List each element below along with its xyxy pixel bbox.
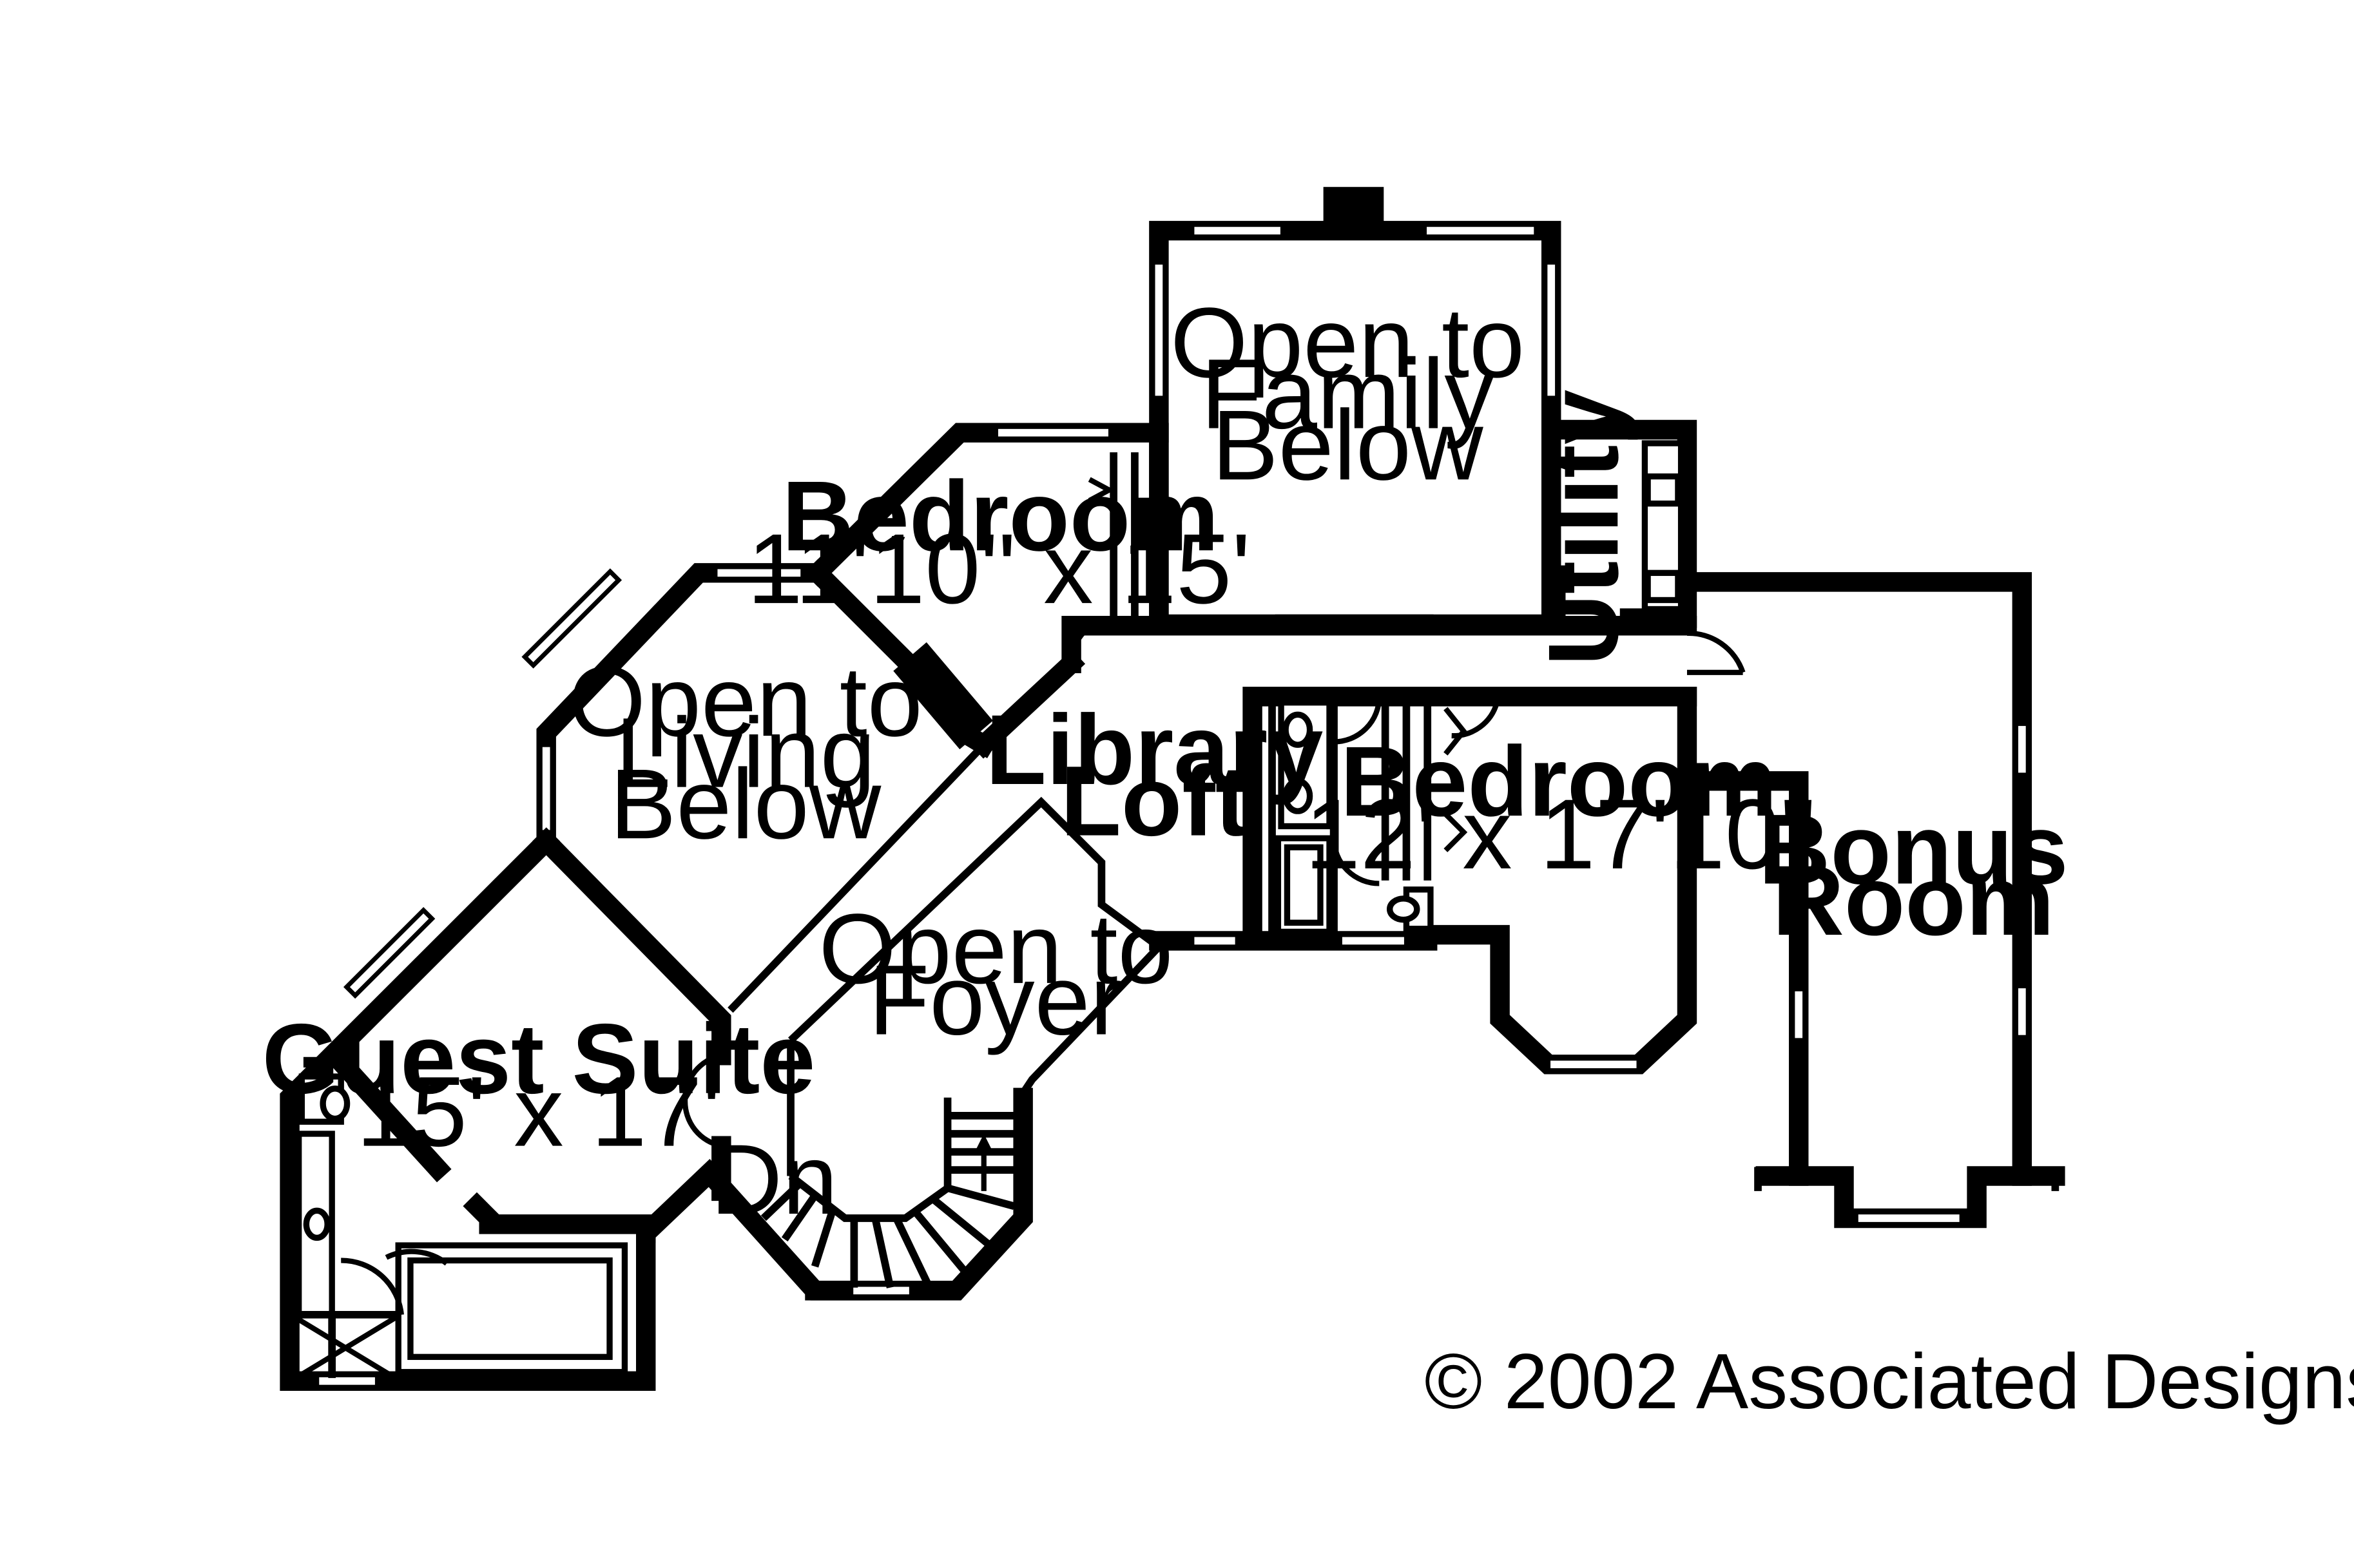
guest-suite-walls (280, 827, 870, 1391)
open-foyer-label: Open toFoyer (819, 893, 1173, 1056)
stair (760, 1087, 1033, 1301)
guest-suite-size: 15' x 17' (356, 1056, 721, 1167)
open-living-label: Open toLivingBelow (568, 645, 923, 859)
bonus-room-walls (1677, 572, 2065, 1229)
bonus-room-label: BonusRoom (1759, 794, 2069, 957)
library-loft-label: LibraryLoft (985, 694, 1323, 857)
bedroom1-walls (804, 423, 1169, 759)
stairs-down-label: Dn (710, 1123, 838, 1235)
bedroom1-name: Bedroom (782, 460, 1219, 571)
shared-bath (1242, 687, 1697, 945)
utility-label: Utility (1527, 390, 1639, 666)
copyright-text: © 2002 Associated Designs, Inc. (1425, 1337, 2354, 1425)
open-family-label: Open toFamilyBelow (1170, 287, 1525, 501)
library-loft-walls (787, 616, 1746, 1176)
bedroom2-name: Bedroom (1340, 725, 1777, 837)
guest-suite-name: Guest Suite (262, 1003, 816, 1114)
bedroom1-size: 11'10" x 15' (748, 513, 1251, 624)
bedroom2-size: 12' x 17'10" (1305, 778, 1816, 890)
living-open-walls (521, 563, 987, 1013)
